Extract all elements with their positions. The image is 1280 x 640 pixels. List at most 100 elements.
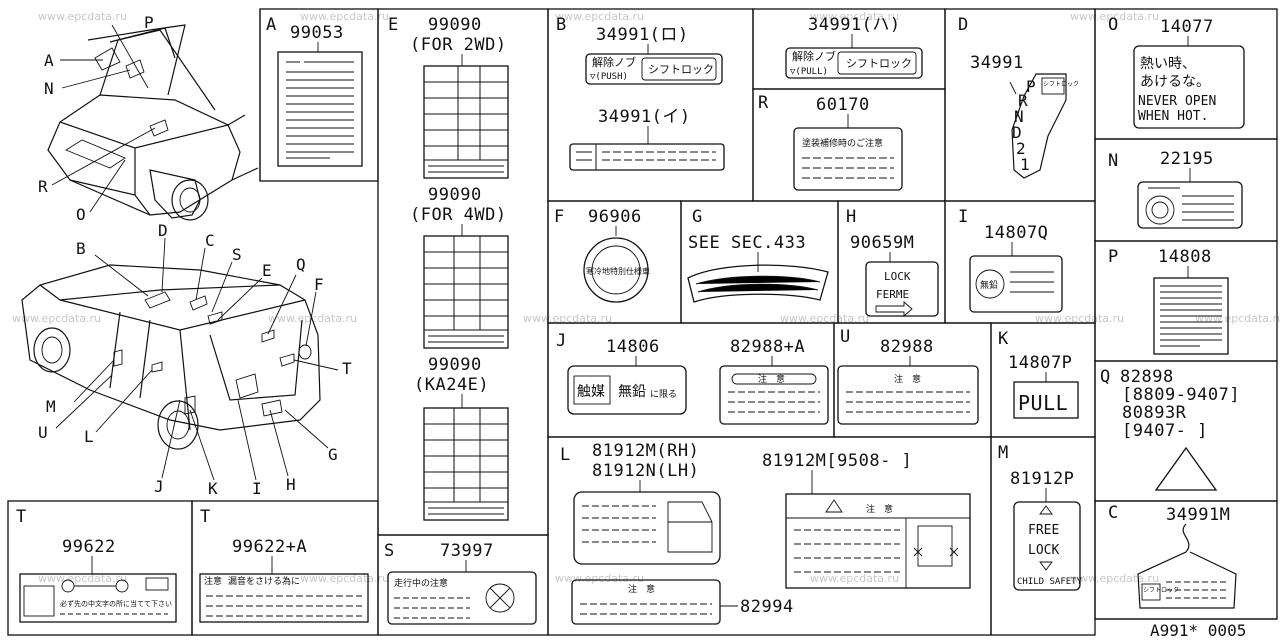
panel-letter: U bbox=[840, 327, 850, 347]
label-illustration bbox=[19, 573, 177, 623]
part-number: 99090 bbox=[428, 15, 482, 35]
part-number: 99622+A bbox=[232, 537, 307, 557]
vehicle-rear-illustration: B D C S E Q F T M U L J K I H G bbox=[21, 221, 352, 498]
label-text: 寒冷地特別仕様車 bbox=[586, 266, 650, 276]
panel-t-2: T 99622+A 注意 漏音をさける為に bbox=[199, 507, 369, 623]
panel-letter: B bbox=[556, 15, 566, 35]
label-text: 無鉛 bbox=[618, 384, 646, 400]
label-text: シフトロック bbox=[1043, 81, 1079, 88]
watermark: www.epcdata.ru bbox=[1070, 10, 1159, 23]
label-illustration bbox=[199, 573, 369, 623]
arrow-right-icon bbox=[875, 301, 913, 317]
watermark: www.epcdata.ru bbox=[300, 10, 389, 23]
label-illustration bbox=[785, 493, 971, 589]
watermark-layer: www.epcdata.ru www.epcdata.ru www.epcdat… bbox=[12, 10, 1280, 585]
part-number: 34991M bbox=[1166, 505, 1230, 525]
panel-t-1: T 99622 必ず先の中文字の所に当てて下さい bbox=[16, 507, 177, 623]
label-illustration bbox=[719, 365, 829, 425]
label-illustration bbox=[571, 579, 721, 625]
arrow-down-icon bbox=[1039, 561, 1053, 571]
part-number: 82988+A bbox=[730, 337, 805, 357]
label-illustration bbox=[1013, 381, 1079, 419]
watermark: www.epcdata.ru bbox=[12, 312, 101, 325]
label-text: 解除ノブ bbox=[792, 49, 836, 63]
part-number: 96906 bbox=[588, 207, 642, 227]
panel-letter: M bbox=[998, 443, 1008, 463]
label-text: WHEN HOT. bbox=[1138, 109, 1208, 124]
panel-f: F 96906 寒冷地特別仕様車 bbox=[554, 207, 650, 303]
triangle-reflector-icon bbox=[1154, 446, 1218, 491]
watermark: www.epcdata.ru bbox=[38, 10, 127, 23]
label-text: 熱い時、 bbox=[1140, 56, 1196, 72]
part-number: 99053 bbox=[290, 23, 344, 43]
label-text: シフトロック bbox=[648, 63, 714, 76]
label-text: FREE bbox=[1028, 523, 1059, 538]
label-illustration bbox=[567, 365, 687, 415]
panel-letter: E bbox=[388, 15, 398, 35]
panel-letter: D bbox=[958, 15, 968, 35]
label-text: LOCK bbox=[1028, 543, 1059, 558]
callout-label: R bbox=[38, 177, 48, 196]
label-illustration bbox=[865, 261, 939, 317]
panel-q: Q 82898 [8809-9407] 80893R [9407- ] bbox=[1100, 367, 1240, 491]
watermark: www.epcdata.ru bbox=[523, 312, 612, 325]
panel-letter: P bbox=[1108, 247, 1118, 267]
vehicle-front-illustration: P A N R O bbox=[38, 13, 259, 224]
part-number: 22195 bbox=[1160, 149, 1214, 169]
part-number: 99622 bbox=[62, 537, 116, 557]
watermark: www.epcdata.ru bbox=[268, 312, 357, 325]
callout-label: G bbox=[328, 445, 338, 464]
label-illustration bbox=[423, 65, 509, 179]
panel-s: S 73997 走行中の注意 bbox=[384, 541, 537, 625]
panel-b: B 34991(ロ) 解除ノブ ▽(PUSH) シフトロック 34991(イ) bbox=[556, 15, 725, 171]
label-text: シフトロック bbox=[846, 57, 912, 70]
part-number: 99090 bbox=[428, 185, 482, 205]
label-text: 必ず先の中文字の所に当てて下さい bbox=[60, 599, 172, 608]
watermark: www.epcdata.ru bbox=[780, 312, 869, 325]
label-text: 無鉛 bbox=[980, 279, 998, 291]
panel-n: N 22195 bbox=[1108, 149, 1243, 229]
callout-label: H bbox=[286, 475, 296, 494]
part-number: 99090 bbox=[428, 355, 482, 375]
label-illustration bbox=[785, 47, 923, 79]
callout-label: I bbox=[252, 479, 262, 498]
callout-label: D bbox=[158, 221, 168, 240]
label-text: CHILD SAFETY bbox=[1017, 577, 1083, 587]
label-text: 注意 bbox=[204, 575, 222, 587]
label-text: NEVER OPEN bbox=[1138, 94, 1216, 109]
part-note: (KA24E) bbox=[414, 375, 489, 395]
part-number: 14807P bbox=[1008, 353, 1072, 373]
part-number: 34991 bbox=[970, 53, 1024, 73]
part-number: 14806 bbox=[606, 337, 660, 357]
label-text: 解除ノブ bbox=[592, 55, 636, 69]
callout-label: K bbox=[208, 479, 218, 498]
label-illustration bbox=[1013, 501, 1081, 591]
gear-label: R bbox=[1018, 91, 1028, 110]
panel-h: H 90659M LOCK FERME bbox=[846, 207, 939, 317]
panel-letter: O bbox=[1108, 15, 1118, 35]
watermark: www.epcdata.ru bbox=[38, 572, 127, 585]
part-number: 73997 bbox=[440, 541, 494, 561]
label-illustration bbox=[277, 51, 363, 167]
panel-k: K 14807P PULL bbox=[998, 329, 1079, 419]
callout-label: O bbox=[76, 205, 86, 224]
panel-letter: R bbox=[758, 93, 769, 113]
part-number: 34991(イ) bbox=[598, 107, 691, 127]
part-note: (FOR 4WD) bbox=[410, 205, 507, 225]
panel-letter: Q bbox=[1100, 367, 1110, 387]
part-note: [8809-9407] bbox=[1122, 385, 1240, 405]
diagram-code: A991* 0005 bbox=[1150, 621, 1246, 640]
panel-letter: A bbox=[266, 15, 276, 35]
part-number: 82994 bbox=[740, 597, 794, 617]
panel-r: R 60170 塗装補修時のご注意 bbox=[758, 93, 903, 191]
part-number: 90659M bbox=[850, 233, 914, 253]
part-number: 34991(ハ) bbox=[808, 15, 901, 35]
callout-label: M bbox=[46, 397, 56, 416]
label-text: 注 意 bbox=[866, 503, 893, 515]
label-text: 漏音をさける為に bbox=[228, 575, 300, 587]
panel-o: O 14077 熱い時、 あけるな。 NEVER OPEN WHEN HOT. bbox=[1108, 15, 1245, 129]
watermark: www.epcdata.ru bbox=[810, 10, 899, 23]
watermark: www.epcdata.ru bbox=[1070, 572, 1159, 585]
panel-u: U 82988 注 意 bbox=[837, 327, 979, 425]
label-text: FERME bbox=[876, 288, 909, 301]
